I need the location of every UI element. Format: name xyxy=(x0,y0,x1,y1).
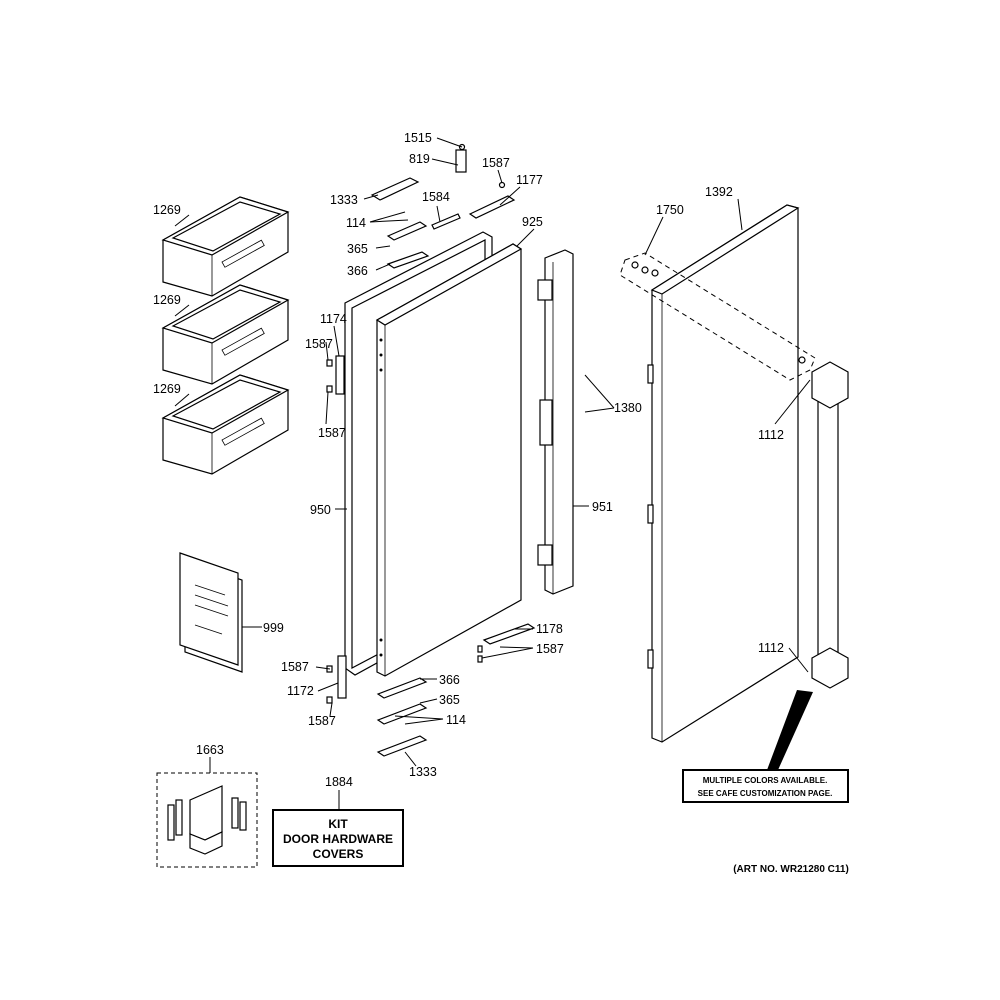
colors-notice-box: MULTIPLE COLORS AVAILABLE. SEE CAFE CUST… xyxy=(682,769,849,803)
callout-1380: 1380 xyxy=(614,401,642,415)
hardware-kit-1663 xyxy=(156,772,258,868)
callout-925: 925 xyxy=(522,215,543,229)
callout-1112-top: 1112 xyxy=(758,428,784,442)
door-bin-2 xyxy=(161,284,290,385)
callout-1587-l2: 1587 xyxy=(318,426,346,440)
door-side-trim xyxy=(537,249,574,595)
callout-1269-a: 1269 xyxy=(153,203,181,217)
callout-366-bottom: 366 xyxy=(439,673,460,687)
kit-box-line2: DOOR HARDWARE xyxy=(283,832,393,846)
callout-1333-top: 1333 xyxy=(330,193,358,207)
callout-1333-bottom: 1333 xyxy=(409,765,437,779)
left-hinge-parts xyxy=(326,355,347,704)
callout-1177: 1177 xyxy=(516,173,543,187)
notice-line1: MULTIPLE COLORS AVAILABLE. xyxy=(703,776,828,785)
callout-1112-bottom: 1112 xyxy=(758,641,784,655)
callout-950: 950 xyxy=(310,503,331,517)
callout-1587-top: 1587 xyxy=(482,156,510,170)
callout-1269-c: 1269 xyxy=(153,382,181,396)
callout-1174: 1174 xyxy=(320,312,347,326)
callout-1269-b: 1269 xyxy=(153,293,181,307)
callout-1587-bl1: 1587 xyxy=(281,660,309,674)
outer-door-panel xyxy=(647,204,800,743)
handle-mount-kit xyxy=(619,252,816,381)
door-bin-1 xyxy=(161,196,290,297)
callout-951: 951 xyxy=(592,500,613,514)
callout-1178: 1178 xyxy=(536,622,563,636)
callout-366-top: 366 xyxy=(347,264,368,278)
callout-1392: 1392 xyxy=(705,185,733,199)
callout-999: 999 xyxy=(263,621,284,635)
callout-1587-r: 1587 xyxy=(536,642,564,656)
part-labels: 1515 819 1587 1177 1333 1584 114 365 366… xyxy=(153,131,784,789)
callout-1172: 1172 xyxy=(287,684,314,698)
callout-819: 819 xyxy=(409,152,430,166)
callout-114-bottom: 114 xyxy=(446,713,466,727)
callout-1584: 1584 xyxy=(422,190,450,204)
door-bin-3 xyxy=(161,374,290,475)
kit-box-line1: KIT xyxy=(328,817,348,831)
door-panel xyxy=(375,243,523,677)
callout-1884: 1884 xyxy=(325,775,353,789)
kit-box-line3: COVERS xyxy=(313,847,364,861)
art-number: (ART NO. WR21280 C11) xyxy=(733,864,849,875)
callout-365-bottom: 365 xyxy=(439,693,460,707)
top-hinge-hardware xyxy=(370,143,516,269)
callout-365-top: 365 xyxy=(347,242,368,256)
callout-1750: 1750 xyxy=(656,203,684,217)
kit-door-hardware-covers-box: KIT DOOR HARDWARE COVERS xyxy=(272,809,404,867)
callout-1587-bl2: 1587 xyxy=(308,714,336,728)
owners-manual xyxy=(179,552,243,673)
notice-line2: SEE CAFE CUSTOMIZATION PAGE. xyxy=(698,789,833,798)
door-handle xyxy=(811,361,849,689)
leader-lines xyxy=(174,137,813,809)
callout-1587-l1: 1587 xyxy=(305,337,333,351)
callout-114-top: 114 xyxy=(346,216,366,230)
callout-1663: 1663 xyxy=(196,743,224,757)
callout-1515: 1515 xyxy=(404,131,432,145)
